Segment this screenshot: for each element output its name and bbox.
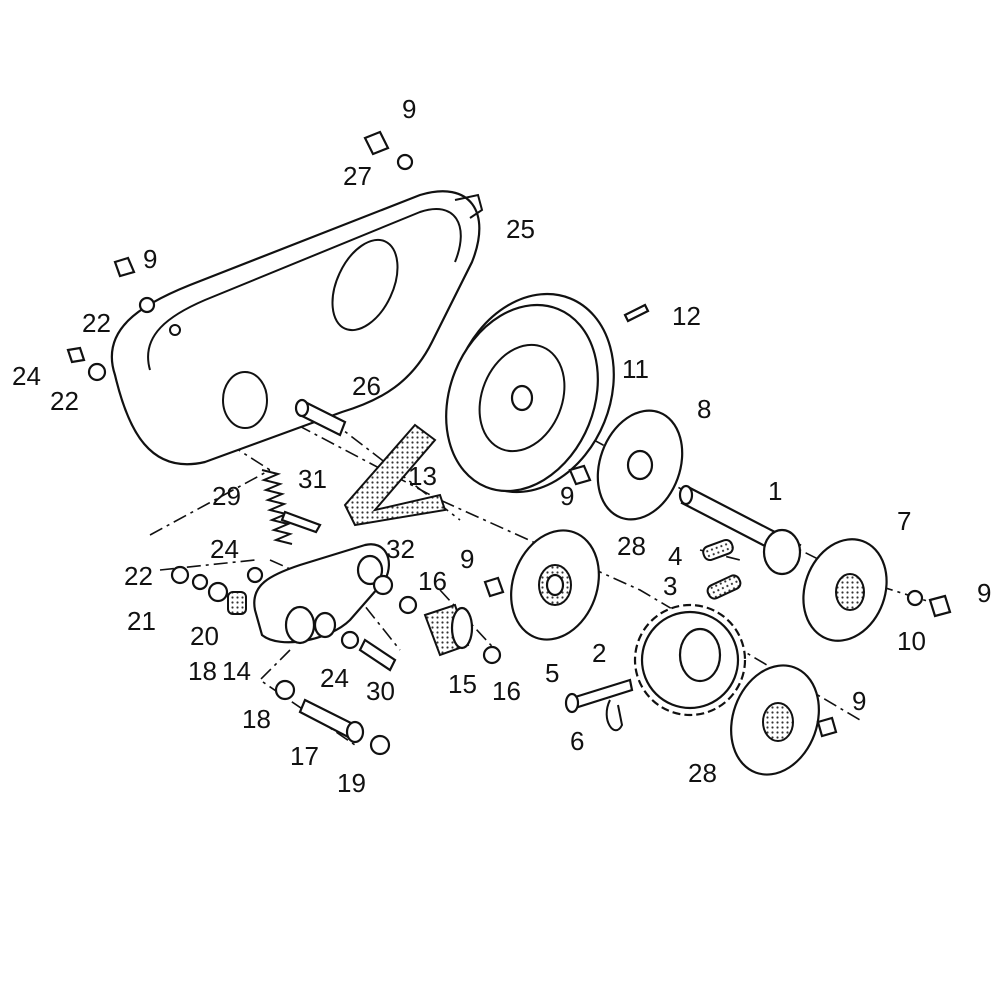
callout-9: 9	[852, 686, 866, 716]
callout-17: 17	[290, 741, 319, 771]
belt-13	[343, 423, 447, 527]
callout-12: 12	[672, 301, 701, 331]
callout-5: 5	[545, 658, 559, 688]
callout-27: 27	[343, 161, 372, 191]
callout-24: 24	[210, 534, 239, 564]
callout-19: 19	[337, 768, 366, 798]
callout-6: 6	[570, 726, 584, 756]
callout-9: 9	[977, 578, 991, 608]
callout-14: 14	[222, 656, 251, 686]
callout-18: 18	[242, 704, 271, 734]
bolt-31	[280, 510, 322, 534]
callout-22: 22	[50, 386, 79, 416]
roller-15	[423, 603, 474, 657]
callout-1: 1	[768, 476, 782, 506]
callout-21: 21	[127, 606, 156, 636]
callout-7: 7	[897, 506, 911, 536]
callout-28: 28	[688, 758, 717, 788]
callout-8: 8	[697, 394, 711, 424]
flange-disc-7	[802, 538, 952, 642]
pulley-11	[445, 292, 650, 494]
callout-9: 9	[560, 481, 574, 511]
callout-10: 10	[897, 626, 926, 656]
callout-30: 30	[366, 676, 395, 706]
bolt-17	[274, 679, 391, 756]
tensioner-arm-14	[253, 543, 390, 645]
chain-cover	[110, 190, 484, 466]
callout-9: 9	[402, 94, 416, 124]
callout-29: 29	[212, 481, 241, 511]
pin-5	[564, 678, 634, 732]
callout-25: 25	[506, 214, 535, 244]
callout-31: 31	[298, 464, 327, 494]
callout-2: 2	[592, 638, 606, 668]
callout-4: 4	[668, 541, 682, 571]
callout-20: 20	[190, 621, 219, 651]
callout-15: 15	[448, 669, 477, 699]
callout-16: 16	[492, 676, 521, 706]
callout-24: 24	[12, 361, 41, 391]
callout-9: 9	[143, 244, 157, 274]
spring-29	[260, 469, 294, 545]
callout-18: 18	[188, 656, 217, 686]
spacer-26	[294, 398, 347, 437]
callout-22: 22	[124, 561, 153, 591]
flange-disc-8	[568, 409, 684, 521]
sprocket-2	[633, 603, 747, 717]
callout-13: 13	[408, 461, 437, 491]
flange-disc-28-lower	[730, 664, 838, 776]
callout-28: 28	[617, 531, 646, 561]
chain-links	[702, 538, 742, 600]
callout-11: 11	[622, 354, 649, 384]
callout-24: 24	[320, 663, 349, 693]
washers-nuts	[170, 565, 502, 672]
callout-22: 22	[82, 308, 111, 338]
callout-16: 16	[418, 566, 447, 596]
screw-washer-top	[66, 130, 414, 382]
callout-9: 9	[460, 544, 474, 574]
shaft-1	[678, 484, 802, 576]
callout-32: 32	[386, 534, 415, 564]
flange-disc-28-upper	[483, 529, 600, 641]
callout-26: 26	[352, 371, 381, 401]
callout-3: 3	[663, 571, 677, 601]
